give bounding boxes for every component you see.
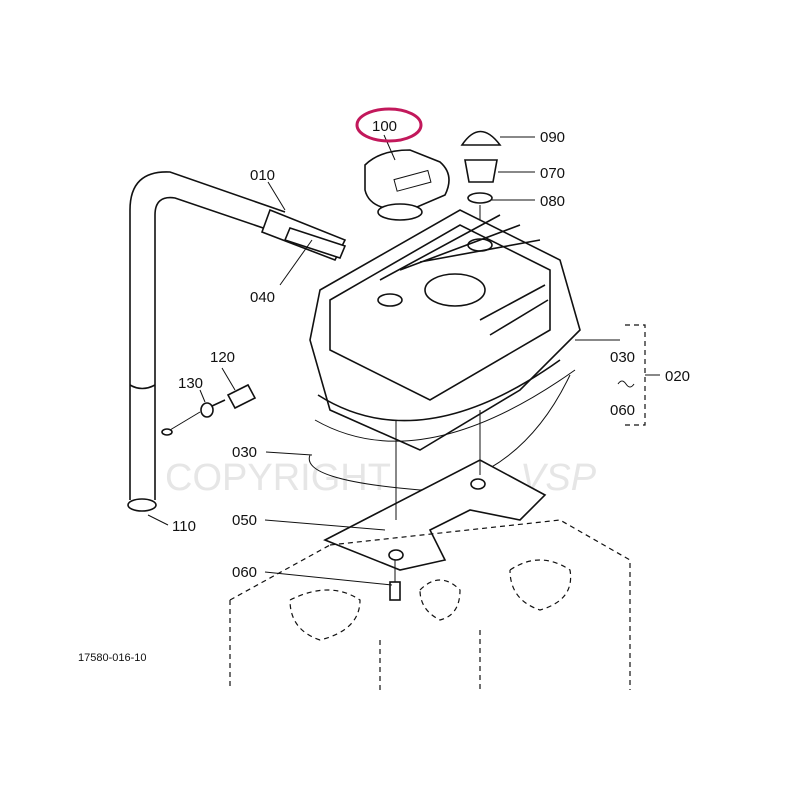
part-label-020[interactable]: 020 (665, 368, 690, 385)
part-label-110[interactable]: 110 (172, 518, 196, 535)
oil-filler-cap-drawing (364, 149, 450, 221)
breather-hose-drawing (127, 171, 347, 512)
rocker-cover-drawing (309, 209, 581, 451)
cap-assembly-drawing (460, 130, 502, 245)
part-label-100[interactable]: 100 (372, 118, 397, 135)
range-tilde (617, 380, 635, 388)
part-label-090[interactable]: 090 (540, 129, 565, 146)
part-label-040[interactable]: 040 (250, 289, 275, 306)
drawing-number: 17580-016-10 (78, 652, 147, 664)
part-label-130[interactable]: 130 (178, 375, 203, 392)
part-label-030[interactable]: 030 (232, 444, 257, 461)
part-label-120[interactable]: 120 (210, 349, 235, 366)
part-label-080[interactable]: 080 (540, 193, 565, 210)
gasket-drawing (308, 374, 571, 571)
part-label-070[interactable]: 070 (540, 165, 565, 182)
part-label-060[interactable]: 060 (232, 564, 257, 581)
part-label-050[interactable]: 050 (232, 512, 257, 529)
cylinder-head-drawing (229, 519, 631, 690)
part-label-060-right[interactable]: 060 (610, 402, 635, 419)
bolt-drawing (389, 560, 401, 601)
group-bracket (625, 324, 646, 426)
highlight-ring (355, 107, 423, 143)
leader-lines (147, 134, 620, 586)
bolt-120-drawing (161, 383, 257, 436)
part-label-010[interactable]: 010 (250, 167, 275, 184)
watermark-copyright: COPYRIGHT (165, 457, 391, 499)
part-label-030-right[interactable]: 030 (610, 349, 635, 366)
